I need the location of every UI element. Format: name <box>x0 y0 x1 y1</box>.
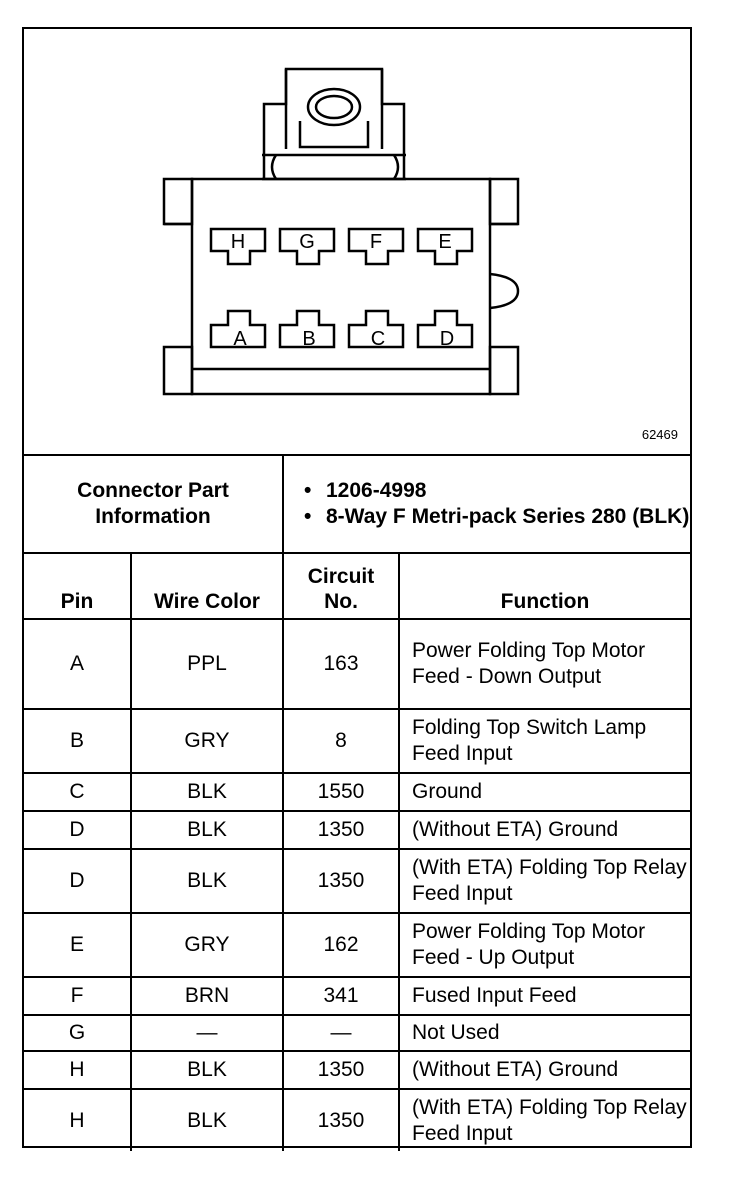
function-cell: (With ETA) Folding Top Relay Feed Input <box>398 848 690 914</box>
function-cell: (Without ETA) Ground <box>398 1050 690 1090</box>
pin-label-a: A <box>233 328 247 350</box>
connector-type: 8-Way F Metri-pack Series 280 (BLK) <box>304 504 690 530</box>
wire-color-cell: GRY <box>130 708 284 774</box>
page-frame: H G F E A B C D 62469 Connector Part Inf… <box>22 27 692 1151</box>
function-cell: (With ETA) Folding Top Relay Feed Input <box>398 1088 690 1151</box>
wire-color-cell: PPL <box>130 618 284 710</box>
pinout-table: Connector Part Information 1206-4998 8-W… <box>24 454 690 1151</box>
table-row: H BLK 1350 (Without ETA) Ground <box>24 1050 690 1090</box>
wire-color-cell: BLK <box>130 810 284 850</box>
pin-cell: D <box>24 810 132 850</box>
pin-cell: D <box>24 848 132 914</box>
circuit-cell: 163 <box>282 618 400 710</box>
pin-cell: G <box>24 1014 132 1052</box>
pin-label-c: C <box>371 328 385 350</box>
wire-color-cell: BRN <box>130 976 284 1016</box>
col-circuit: Circuit No. <box>282 552 400 620</box>
pin-label-h: H <box>231 231 245 253</box>
circuit-cell: 1350 <box>282 810 400 850</box>
pin-label-d: D <box>440 328 454 350</box>
connector-drawing: H G F E A B C D <box>162 67 520 396</box>
pin-label-f: F <box>370 231 382 253</box>
pin-cell: H <box>24 1088 132 1151</box>
col-wire-color: Wire Color <box>130 552 284 620</box>
function-cell: Folding Top Switch Lamp Feed Input <box>398 708 690 774</box>
circuit-cell: 1350 <box>282 848 400 914</box>
function-cell: Power Folding Top Motor Feed - Up Output <box>398 912 690 978</box>
connector-diagram: H G F E A B C D 62469 <box>24 29 690 456</box>
circuit-cell: — <box>282 1014 400 1052</box>
wire-color-cell: BLK <box>130 1088 284 1151</box>
column-header-row: Pin Wire Color Circuit No. Function <box>24 552 690 620</box>
circuit-cell: 341 <box>282 976 400 1016</box>
table-row: C BLK 1550 Ground <box>24 772 690 812</box>
pin-cell: A <box>24 618 132 710</box>
circuit-cell: 1350 <box>282 1088 400 1151</box>
pin-cell: C <box>24 772 132 812</box>
wire-color-cell: GRY <box>130 912 284 978</box>
function-cell: Power Folding Top Motor Feed - Down Outp… <box>398 618 690 710</box>
table-row: E GRY 162 Power Folding Top Motor Feed -… <box>24 912 690 978</box>
circuit-cell: 1550 <box>282 772 400 812</box>
table-row: D BLK 1350 (Without ETA) Ground <box>24 810 690 850</box>
function-cell: Ground <box>398 772 690 812</box>
table-row: H BLK 1350 (With ETA) Folding Top Relay … <box>24 1088 690 1151</box>
pin-label-g: G <box>299 231 315 253</box>
wire-color-cell: BLK <box>130 1050 284 1090</box>
circuit-cell: 1350 <box>282 1050 400 1090</box>
connector-info-row: Connector Part Information 1206-4998 8-W… <box>24 454 690 554</box>
wire-color-cell: — <box>130 1014 284 1052</box>
pin-label-e: E <box>438 231 451 253</box>
pin-cell: E <box>24 912 132 978</box>
table-row: D BLK 1350 (With ETA) Folding Top Relay … <box>24 848 690 914</box>
table-row: F BRN 341 Fused Input Feed <box>24 976 690 1016</box>
function-cell: (Without ETA) Ground <box>398 810 690 850</box>
wire-color-cell: BLK <box>130 848 284 914</box>
table-row: B GRY 8 Folding Top Switch Lamp Feed Inp… <box>24 708 690 774</box>
circuit-cell: 162 <box>282 912 400 978</box>
pin-label-b: B <box>302 328 315 350</box>
connector-info-label: Connector Part Information <box>24 454 284 554</box>
wire-color-cell: BLK <box>130 772 284 812</box>
pin-cell: F <box>24 976 132 1016</box>
function-cell: Fused Input Feed <box>398 976 690 1016</box>
col-pin: Pin <box>24 552 132 620</box>
pin-cell: B <box>24 708 132 774</box>
table-row: G — — Not Used <box>24 1014 690 1052</box>
pin-cell: H <box>24 1050 132 1090</box>
circuit-cell: 8 <box>282 708 400 774</box>
connector-info-values: 1206-4998 8-Way F Metri-pack Series 280 … <box>282 454 690 554</box>
figure-number: 62469 <box>641 427 678 442</box>
col-function: Function <box>398 552 690 620</box>
table-row: A PPL 163 Power Folding Top Motor Feed -… <box>24 618 690 710</box>
function-cell: Not Used <box>398 1014 690 1052</box>
part-number: 1206-4998 <box>304 478 690 504</box>
